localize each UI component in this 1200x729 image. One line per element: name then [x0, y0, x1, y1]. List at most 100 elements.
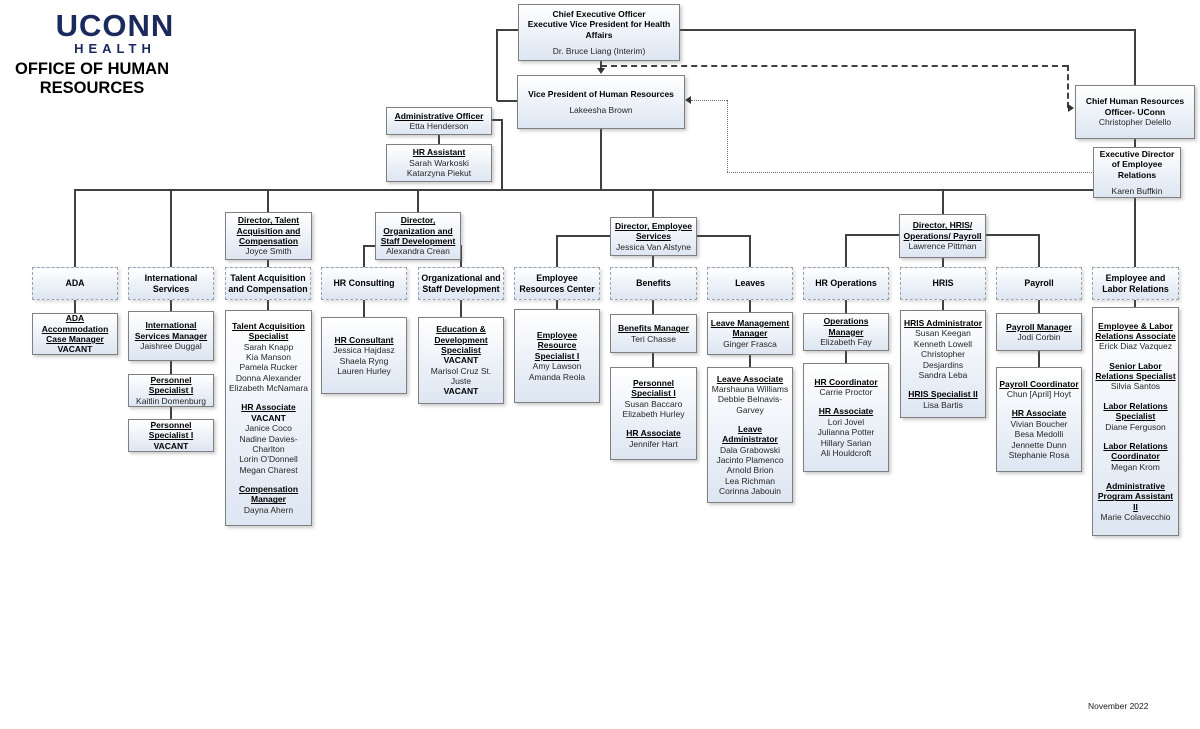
- arrow-left-icon: [685, 96, 691, 104]
- role-title: Employee & Labor Relations Associate: [1095, 320, 1176, 341]
- connector: [1038, 351, 1040, 367]
- role-section: HRIS Specialist II Lisa Bartis: [903, 389, 983, 410]
- detail-box-org-staff-development: Education & Development Specialist VACAN…: [418, 317, 504, 404]
- arrow-right-icon: [1068, 104, 1074, 112]
- group-label: HR Operations: [815, 278, 877, 289]
- role-section: HR Consultant Jessica Hajdasz Shaela Ryn…: [324, 335, 404, 376]
- role-section: Payroll Manager Jodi Corbin: [999, 322, 1079, 343]
- member-name: Debbie Belnavis-Garvey: [717, 394, 783, 415]
- member-name: Marisol Cruz St. Juste: [430, 365, 492, 387]
- member-name: Etta Henderson: [409, 121, 469, 131]
- member-name: Susan Baccaro: [624, 398, 683, 409]
- org-box-exec-dir-employee-relations: Executive Director of Employee Relations…: [1093, 147, 1181, 198]
- role-title: Executive Director of Employee Relations: [1099, 148, 1175, 180]
- connector: [846, 234, 899, 236]
- connector: [652, 300, 654, 314]
- role-title: Director, Talent Acquisition and Compens…: [236, 215, 301, 246]
- connector: [749, 355, 751, 367]
- role-title: Leave Management Manager: [710, 317, 790, 339]
- member-name: Dr. Bruce Liang (Interim): [552, 45, 646, 56]
- member-name: Janice Coco: [245, 423, 292, 434]
- connector: [74, 189, 76, 267]
- member-name: Vivian Boucher: [1010, 418, 1068, 429]
- connector: [170, 300, 172, 311]
- member-name: Hillary Sarian: [820, 437, 872, 448]
- role-section: Leave Associate Marshauna Williams Debbi…: [710, 374, 790, 415]
- connector: [749, 300, 751, 312]
- role-section: International Services Manager Jaishree …: [131, 320, 211, 351]
- org-box-admin-officer: Administrative Officer Etta Henderson: [386, 107, 492, 135]
- member-name: Christopher Desjardins: [921, 349, 965, 370]
- group-header-employee-resources-center: Employee Resources Center: [514, 267, 600, 300]
- member-name: Teri Chasse: [631, 333, 676, 344]
- role-title: HR Coordinator: [814, 376, 878, 387]
- group-header-talent-acquisition: Talent Acquisition and Compensation: [225, 267, 311, 300]
- connector: [460, 300, 462, 317]
- role-title: Executive Vice President for Health Affa…: [527, 19, 671, 40]
- member-name: Jaishree Duggal: [140, 341, 202, 352]
- member-name: VACANT: [153, 440, 189, 451]
- role-section: HR Associate Jennifer Hart: [613, 428, 694, 449]
- org-box-ceo: Chief Executive Officer Executive Vice P…: [518, 4, 680, 61]
- detail-box-operations-manager: Operations Manager Elizabeth Fay: [803, 313, 889, 351]
- role-title: Compensation Manager: [238, 483, 299, 505]
- role-section: Personnel Specialist I VACANT: [131, 420, 211, 451]
- role-section: Talent Acquisition Specialist Sarah Knap…: [228, 321, 309, 394]
- connector: [845, 300, 847, 313]
- member-name: Jessica Hajdasz: [333, 345, 395, 356]
- role-section: ADA Accommodation Case Manager VACANT: [35, 313, 115, 354]
- role-title: Senior Labor Relations Specialist: [1095, 360, 1176, 382]
- group-header-hr-operations: HR Operations: [803, 267, 889, 300]
- group-header-hris: HRIS: [900, 267, 986, 300]
- member-name: Marshauna Williams: [711, 383, 789, 394]
- member-name: Lorin O’Donnell: [239, 454, 298, 465]
- member-name: Christopher Delello: [1098, 117, 1172, 128]
- group-header-ada: ADA: [32, 267, 118, 300]
- detail-box-employee-labor-relations: Employee & Labor Relations Associate Eri…: [1092, 307, 1179, 536]
- logo-subword: HEALTH: [74, 41, 156, 56]
- member-name: Kenneth Lowell: [913, 338, 973, 349]
- connector: [417, 189, 419, 212]
- connector: [1134, 198, 1136, 267]
- role-title: HRIS Administrator: [903, 318, 983, 329]
- role-title: Personnel Specialist I: [148, 374, 194, 396]
- detail-box-benefits-manager: Benefits Manager Teri Chasse: [610, 314, 697, 353]
- role-section: Employee Resource Specialist I Amy Lawso…: [517, 330, 597, 382]
- role-title: HR Associate: [1011, 408, 1067, 419]
- detail-box-employee-resources-center: Employee Resource Specialist I Amy Lawso…: [514, 309, 600, 403]
- group-label: Employee Resources Center: [519, 272, 595, 294]
- connector: [652, 189, 654, 217]
- page-title: OFFICE OF HUMAN RESOURCES: [15, 60, 169, 97]
- connector: [267, 189, 269, 212]
- role-title: HR Assistant: [412, 147, 466, 158]
- role-section: Senior Labor Relations Specialist Silvia…: [1095, 361, 1176, 392]
- member-name: Chun [April] Hoyt: [1006, 389, 1072, 400]
- member-name: Silvia Santos: [1110, 381, 1161, 392]
- detail-box-payroll-staff: Payroll Coordinator Chun [April] Hoyt HR…: [996, 367, 1082, 472]
- member-name: Lawrence Pittman: [908, 241, 977, 252]
- connector: [845, 351, 847, 363]
- member-name: Jennifer Hart: [629, 438, 678, 449]
- member-name: Elizabeth McNamara: [229, 383, 308, 394]
- member-name: Sarah Knapp: [243, 341, 294, 352]
- role-title: Chief Human Resources Officer- UConn: [1085, 96, 1185, 117]
- connector: [492, 119, 503, 121]
- role-title: Operations Manager: [823, 316, 869, 337]
- member-name: Besa Medolli: [1014, 429, 1064, 440]
- member-name: Joyce Smith: [245, 246, 292, 257]
- role-section: Personnel Specialist I Kaitlin Domenburg: [131, 375, 211, 406]
- connector: [497, 100, 517, 102]
- member-name: Megan Charest: [239, 464, 298, 475]
- connector: [1038, 234, 1040, 267]
- member-name: Lori Jovel: [827, 416, 865, 427]
- connector: [652, 353, 654, 367]
- role-title: International Services Manager: [134, 320, 208, 341]
- detail-box-hr-operations-staff: HR Coordinator Carrie Proctor HR Associa…: [803, 363, 889, 472]
- member-name: Lea Richman: [724, 475, 776, 486]
- connector: [942, 189, 944, 214]
- connector: [501, 119, 503, 191]
- role-title: ADA Accommodation Case Manager: [41, 313, 109, 344]
- member-name: Marie Colavecchio: [1100, 512, 1171, 523]
- role-section: Operations Manager Elizabeth Fay: [806, 316, 886, 347]
- member-name: Dala Grabowski: [720, 444, 780, 455]
